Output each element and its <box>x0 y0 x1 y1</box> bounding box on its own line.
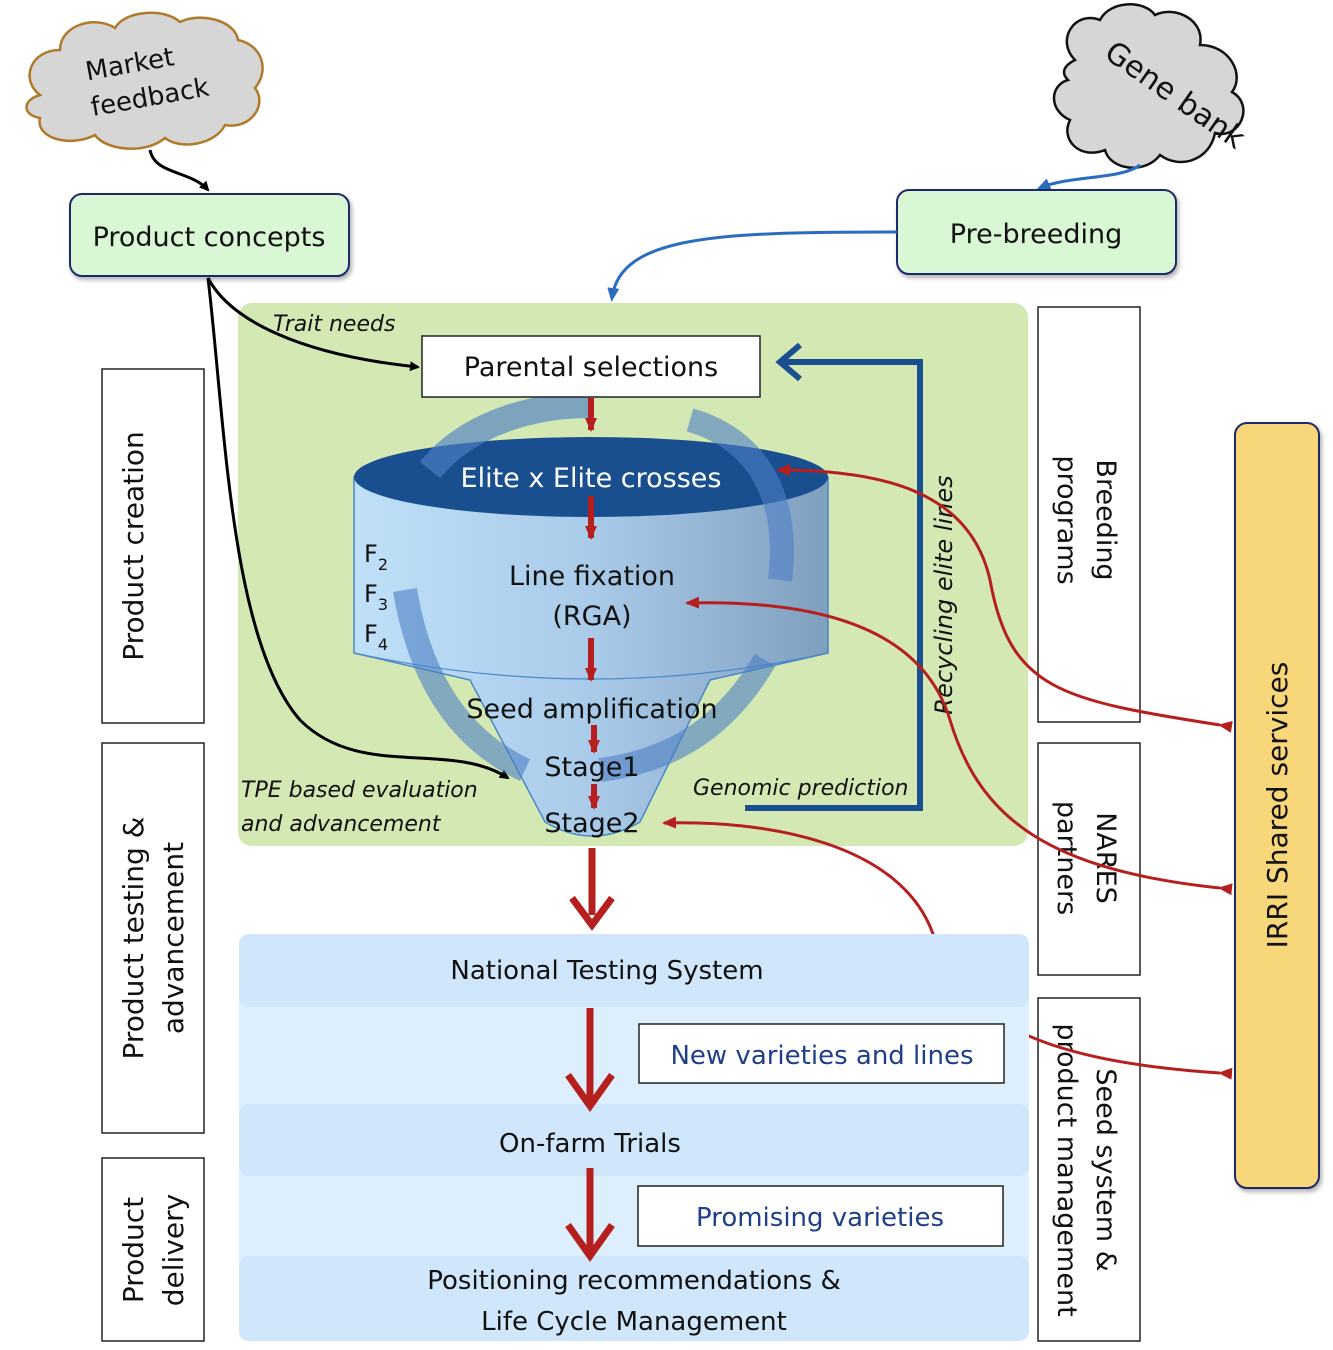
national-testing-label: National Testing System <box>450 956 763 986</box>
genomic-prediction-label: Genomic prediction <box>693 776 908 801</box>
stage2-label: Stage2 <box>544 808 639 839</box>
market-feedback-cloud: Market feedback <box>25 11 264 150</box>
stage1-label: Stage1 <box>544 752 639 783</box>
rga-label: (RGA) <box>552 601 631 632</box>
product-delivery-line1: Product <box>117 1197 150 1303</box>
on-farm-band <box>239 1104 1029 1176</box>
irri-shared-label: IRRI Shared services <box>1261 662 1294 949</box>
line-fixation-label: Line fixation <box>509 561 675 592</box>
pre-breeding-box[interactable]: Pre-breeding <box>896 189 1177 275</box>
tpe-label-line1: TPE based evaluation <box>241 778 478 803</box>
seed-system-line1: Seed system & <box>1090 1068 1121 1271</box>
arrowhead-stage2-to-national-icon <box>569 895 615 931</box>
product-creation-label: Product creation <box>117 431 150 661</box>
product-testing-line2: advancement <box>157 842 190 1034</box>
national-testing-band <box>239 934 1029 1007</box>
arrowhead-national-to-onfarm-icon <box>565 1072 615 1113</box>
gene-bank-cloud: Gene bank <box>1052 3 1252 169</box>
new-varieties-label: New varieties and lines <box>670 1041 973 1071</box>
market-to-concepts-arrow <box>148 149 210 192</box>
nares-partners-line1: NARES <box>1090 812 1121 904</box>
new-varieties-box: New varieties and lines <box>638 1023 1005 1084</box>
tpe-arrow <box>206 277 510 780</box>
product-concepts-box[interactable]: Product concepts <box>69 193 350 277</box>
breeding-programs-line2: programs <box>1051 455 1082 584</box>
positioning-band <box>239 1256 1029 1341</box>
funnel-red-arrows <box>585 398 600 810</box>
generation-labels: F2 F3 F4 <box>364 540 388 654</box>
seed-system-line2: product management <box>1051 1023 1082 1316</box>
prebreeding-to-pipeline-arrow <box>607 230 898 302</box>
positioning-line1: Positioning recommendations & <box>427 1266 840 1296</box>
product-testing-box: Product testing & advancement <box>101 742 205 1134</box>
product-delivery-box: Product delivery <box>101 1157 205 1342</box>
recycling-label: Recycling elite lines <box>930 475 958 714</box>
product-creation-box: Product creation <box>101 368 205 724</box>
seed-amplification-label: Seed amplification <box>466 694 717 725</box>
parental-selections-label: Parental selections <box>464 352 718 383</box>
generation-f3: F3 <box>364 580 388 614</box>
promising-varieties-label: Promising varieties <box>696 1203 944 1233</box>
arrowhead-onfarm-to-positioning-icon <box>565 1222 615 1263</box>
breeding-programs-box: Breeding programs <box>1037 306 1141 723</box>
genebank-to-prebreeding-arrow <box>1036 163 1141 190</box>
pre-breeding-label: Pre-breeding <box>950 219 1122 250</box>
seed-system-box: Seed system & product management <box>1037 997 1141 1342</box>
irri-shared-services-box[interactable]: IRRI Shared services <box>1234 422 1320 1189</box>
elite-crosses-label: Elite x Elite crosses <box>461 463 722 494</box>
product-testing-line1: Product testing & <box>117 816 150 1059</box>
breeding-programs-line1: Breeding <box>1090 459 1121 580</box>
generation-f4: F4 <box>364 620 388 654</box>
recycling-arrowhead-icon <box>775 342 802 382</box>
promising-varieties-box: Promising varieties <box>637 1185 1004 1247</box>
product-delivery-line2: delivery <box>157 1194 190 1306</box>
trait-needs-arrow <box>206 277 420 372</box>
trait-needs-label: Trait needs <box>273 312 395 337</box>
generation-f2: F2 <box>364 540 388 574</box>
lower-flow-arrows <box>565 848 615 1263</box>
nares-partners-box: NARES partners <box>1037 742 1141 976</box>
parental-selections-box[interactable]: Parental selections <box>421 335 761 398</box>
cycle-arrow-left <box>393 588 531 781</box>
on-farm-label: On-farm Trials <box>499 1129 681 1159</box>
product-concepts-label: Product concepts <box>93 222 326 253</box>
positioning-line2: Life Cycle Management <box>481 1307 787 1337</box>
tpe-label-line2: and advancement <box>241 812 442 837</box>
cycle-arrow-top-left <box>419 392 591 479</box>
